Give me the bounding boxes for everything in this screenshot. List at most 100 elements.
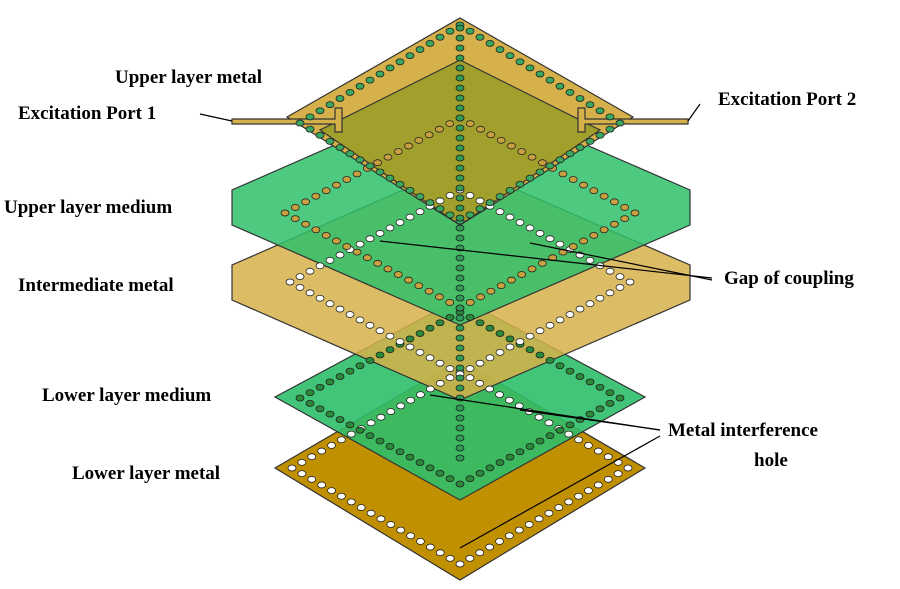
lower-medium-hole — [575, 373, 585, 380]
lower-metal-hole — [386, 408, 396, 415]
upper-metal-hole — [475, 205, 485, 213]
intermediate-metal-hole — [505, 213, 515, 221]
label-metal-hole-2: hole — [754, 450, 788, 471]
intermediate-metal-hole — [485, 354, 495, 362]
upper-medium-hole — [404, 142, 413, 150]
lower-medium-hole — [325, 410, 335, 418]
lower-metal-hole — [534, 413, 544, 421]
upper-medium-hole — [599, 226, 609, 234]
leader-line — [529, 242, 713, 281]
center-via-hole — [455, 224, 465, 232]
lower-metal-hole — [297, 470, 307, 478]
intermediate-metal-hole — [585, 300, 595, 308]
intermediate-metal-hole — [615, 273, 625, 280]
center-via-hole — [455, 204, 465, 212]
lower-metal-hole — [346, 430, 356, 438]
intermediate-metal-hole — [285, 278, 295, 286]
lower-medium-hole — [415, 330, 425, 337]
upper-metal-hole — [615, 119, 625, 127]
intermediate-metal-hole — [335, 251, 345, 259]
intermediate-metal-hole — [365, 235, 375, 243]
lower-medium-hole — [495, 330, 505, 337]
center-via-hole — [455, 114, 465, 122]
upper-medium-hole — [414, 282, 424, 290]
upper-medium-hole — [362, 254, 372, 262]
upper-medium-hole — [579, 181, 588, 189]
lower-metal-hole — [455, 560, 465, 568]
center-via-hole — [455, 264, 465, 272]
lower-medium-hole — [555, 426, 565, 434]
upper-medium-hole — [610, 220, 619, 228]
lower-metal-hole — [406, 396, 415, 404]
lower-medium-hole — [525, 442, 535, 450]
lower-medium-hole — [335, 373, 345, 380]
upper-medium-hole — [404, 276, 413, 284]
lower-metal-hole — [435, 379, 445, 387]
upper-metal-hole — [595, 107, 605, 115]
upper-medium-hole — [445, 299, 455, 306]
center-via-hole — [455, 194, 465, 202]
upper-metal-hole — [505, 52, 515, 60]
upper-metal-hole — [405, 52, 415, 60]
upper-metal-hole — [355, 82, 365, 90]
center-via-hole — [455, 94, 465, 102]
lower-metal-hole — [366, 509, 376, 517]
upper-medium-hole — [568, 243, 578, 250]
lower-medium-hole — [495, 459, 505, 466]
upper-metal-hole — [515, 180, 525, 188]
lower-metal-hole — [534, 515, 544, 523]
intermediate-metal-hole — [545, 321, 555, 329]
lower-medium-hole — [425, 464, 435, 472]
upper-metal-hole — [315, 131, 325, 139]
upper-medium-hole — [496, 136, 506, 144]
intermediate-metal-hole — [495, 208, 505, 216]
lower-metal-hole — [475, 549, 485, 557]
center-via-hole — [455, 434, 465, 442]
center-via-hole — [455, 444, 465, 452]
intermediate-metal-hole — [555, 316, 565, 324]
lower-metal-hole — [485, 543, 495, 551]
upper-medium-hole — [301, 220, 310, 228]
lower-metal-hole — [307, 475, 317, 483]
upper-medium-hole — [352, 170, 362, 178]
upper-metal-hole — [305, 113, 315, 121]
upper-medium-hole — [383, 153, 393, 161]
lower-metal-hole — [564, 498, 574, 506]
upper-medium-hole — [435, 125, 444, 133]
lower-metal-hole — [584, 487, 593, 494]
upper-metal-hole — [565, 88, 575, 96]
intermediate-metal-hole — [585, 256, 595, 264]
center-via-hole — [455, 354, 465, 362]
upper-metal-hole — [305, 125, 315, 133]
upper-medium-hole — [383, 265, 393, 273]
upper-metal-hole — [555, 156, 565, 164]
center-via-hole — [455, 294, 465, 302]
lower-medium-hole — [445, 313, 455, 321]
lower-medium-hole — [595, 383, 605, 391]
upper-metal-hole — [335, 95, 345, 102]
label-lower-metal: Lower layer metal — [72, 463, 221, 484]
lower-metal-hole — [465, 554, 475, 562]
center-via-hole — [455, 314, 465, 322]
upper-metal-hole — [345, 150, 355, 158]
intermediate-metal-hole — [505, 343, 515, 351]
lower-metal-hole — [613, 458, 623, 466]
lower-medium-hole — [365, 432, 375, 440]
upper-medium-hole — [414, 136, 424, 144]
center-via-hole — [455, 274, 465, 282]
upper-metal-hole — [355, 156, 365, 164]
intermediate-metal-hole — [515, 219, 525, 226]
upper-metal-hole — [485, 199, 495, 207]
upper-metal-hole — [585, 101, 595, 109]
leader-line — [687, 103, 701, 122]
upper-medium-hole — [537, 259, 547, 267]
center-via-hole — [455, 254, 465, 262]
lower-medium-hole — [545, 356, 555, 364]
lower-medium-hole — [605, 389, 615, 397]
lower-medium-hole — [315, 405, 325, 413]
lower-metal-hole — [554, 504, 564, 511]
lower-metal-hole — [317, 481, 327, 489]
upper-metal-hole — [425, 199, 435, 207]
center-via-hole — [455, 374, 465, 382]
upper-metal-hole — [345, 88, 355, 96]
